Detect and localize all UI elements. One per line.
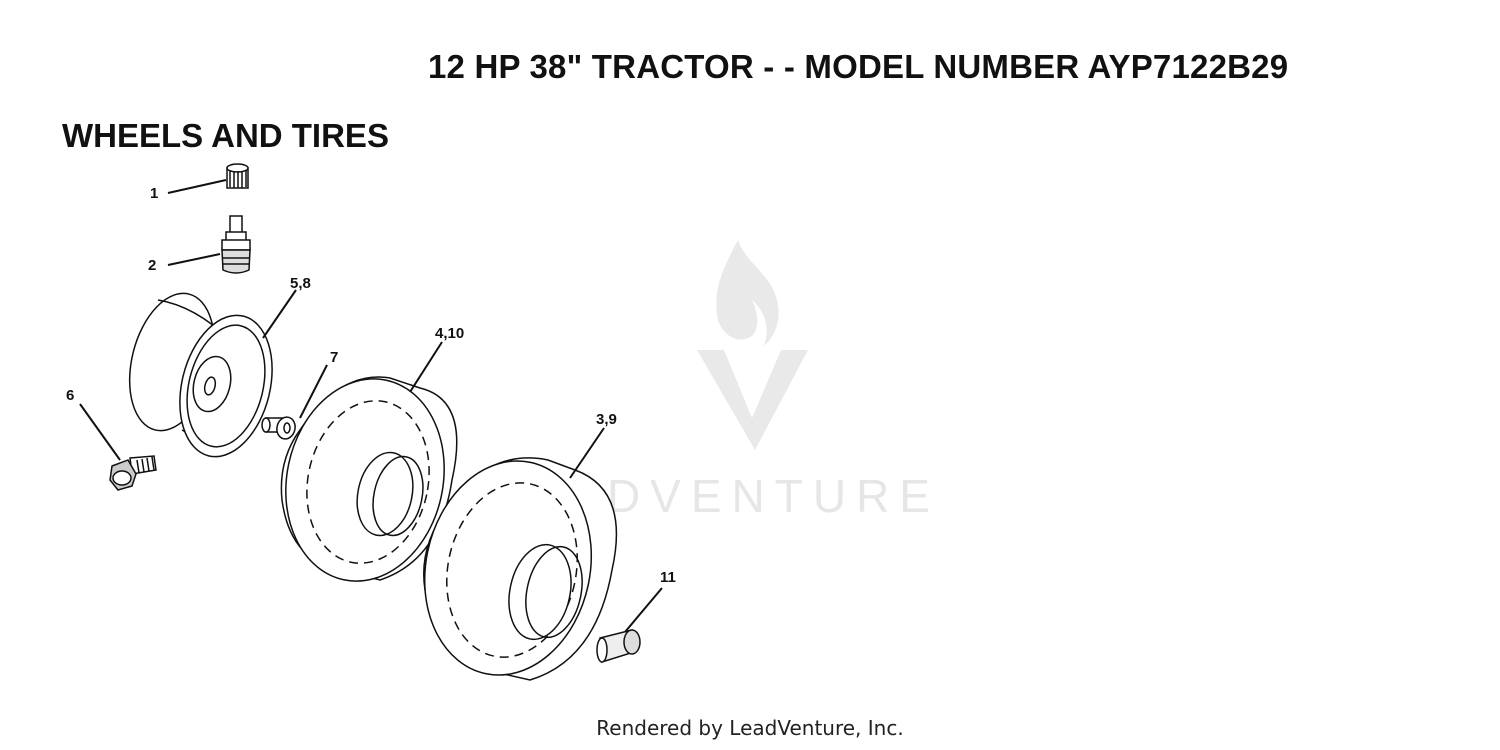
tire-icon xyxy=(280,376,458,582)
leader-line xyxy=(569,427,605,479)
leader-line xyxy=(79,403,121,461)
callout-4-10: 4,10 xyxy=(435,325,464,342)
wheel-rim-icon xyxy=(128,292,273,458)
valve-stem-icon xyxy=(221,215,251,274)
bolt-icon xyxy=(109,455,157,491)
leader-line xyxy=(409,341,443,393)
callout-1: 1 xyxy=(150,185,158,202)
callout-3-9: 3,9 xyxy=(596,411,617,428)
bushing-icon xyxy=(261,416,296,440)
leader-line xyxy=(167,179,227,194)
tire-icon xyxy=(423,457,618,681)
watermark-logo-icon xyxy=(697,240,808,450)
leader-line xyxy=(299,364,328,419)
footer-credit: Rendered by LeadVenture, Inc. xyxy=(596,716,904,740)
valve-cap-icon xyxy=(226,163,249,189)
callout-6: 6 xyxy=(66,387,74,404)
leader-line xyxy=(262,289,297,339)
callout-11: 11 xyxy=(660,569,676,586)
leader-line xyxy=(167,253,221,266)
callout-5-8: 5,8 xyxy=(290,275,311,292)
callout-2: 2 xyxy=(148,257,156,274)
hub-cap-icon xyxy=(596,629,641,663)
section-title: WHEELS AND TIRES xyxy=(62,117,389,154)
callout-7: 7 xyxy=(330,349,338,366)
page-title: 12 HP 38" TRACTOR - - MODEL NUMBER AYP71… xyxy=(428,48,1289,85)
leader-line xyxy=(624,587,663,633)
